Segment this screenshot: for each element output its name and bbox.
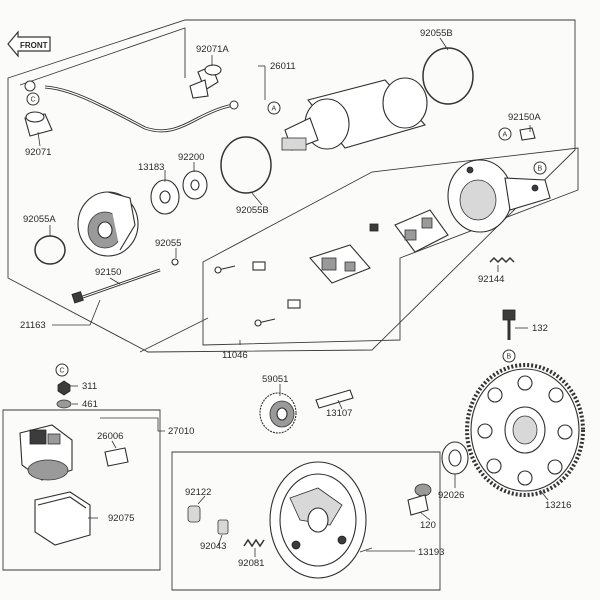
relay-cover-92075 (34, 491, 91, 546)
starter-clutch-13193 (269, 461, 367, 579)
label-13216: 13216 (545, 500, 571, 511)
spring-92081 (243, 538, 265, 548)
label-132: 132 (532, 323, 548, 334)
label-92055b-top: 92055B (420, 28, 453, 39)
label-92075: 92075 (108, 513, 134, 524)
label-59051: 59051 (262, 374, 288, 385)
marker-a-1: A (267, 101, 281, 115)
label-26006: 26006 (97, 431, 123, 442)
label-13193: 13193 (418, 547, 444, 558)
washer-13183 (150, 179, 180, 215)
svg-text:B: B (507, 354, 512, 361)
marker-c-2: C (55, 363, 69, 377)
marker-a-2: A (498, 127, 512, 141)
label-92144: 92144 (478, 274, 504, 285)
label-92150a: 92150A (508, 112, 541, 123)
part-labels: 92071A 26011 92055B 92071 13183 92200 92… (20, 28, 571, 569)
starter-relay-92075-top (19, 424, 73, 481)
svg-text:A: A (503, 132, 508, 139)
marker-b-1: B (533, 161, 547, 175)
label-13183: 13183 (138, 162, 164, 173)
o-ring-92055b-mid (220, 136, 272, 194)
label-92150: 92150 (95, 267, 121, 278)
front-cover (77, 191, 139, 257)
svg-text:C: C (31, 97, 36, 104)
label-92071a: 92071A (196, 44, 229, 55)
label-92071: 92071 (25, 147, 51, 158)
label-92043: 92043 (200, 541, 226, 552)
label-13107: 13107 (326, 408, 352, 419)
nut-311 (57, 380, 71, 396)
label-120: 120 (420, 520, 436, 531)
marker-b-2: B (502, 349, 516, 363)
o-ring-92055b-top (422, 47, 474, 105)
label-92200: 92200 (178, 152, 204, 163)
shaft-13107 (315, 389, 354, 409)
label-26011: 26011 (270, 61, 296, 72)
relay-frame (2, 409, 161, 571)
fuse-26006 (104, 447, 129, 467)
oring-92055-small (171, 258, 179, 266)
starter-cable (24, 80, 239, 133)
label-27010: 27010 (168, 426, 194, 437)
bolt-92150a (519, 127, 536, 141)
bolt-120 (407, 483, 432, 516)
bolt-132 (502, 309, 516, 340)
leader-lines (37, 37, 549, 557)
label-21163: 21163 (20, 320, 46, 331)
starter-gear-13216 (465, 363, 585, 497)
brush-small-1 (252, 261, 266, 271)
label-92055: 92055 (155, 238, 181, 249)
o-ring-92055a (34, 235, 66, 265)
label-92055a: 92055A (23, 214, 56, 225)
washer-92026 (441, 441, 469, 475)
label-11046: 11046 (222, 350, 248, 361)
svg-text:C: C (60, 368, 65, 375)
label-92122: 92122 (185, 487, 211, 498)
roller-92122 (187, 505, 201, 523)
svg-text:A: A (272, 106, 277, 113)
starter-motor-body (281, 77, 428, 151)
washer-461 (56, 399, 72, 409)
washer-92200 (182, 170, 208, 200)
marker-c-1: C (26, 92, 40, 106)
brush-holder-right (394, 209, 449, 253)
starter-clutch-frame (171, 451, 441, 591)
front-label: FRONT (20, 41, 48, 50)
label-461: 461 (82, 399, 98, 410)
svg-text:B: B (538, 166, 543, 173)
brush-holder-left (309, 244, 371, 284)
rear-end-cover (447, 159, 551, 233)
front-arrow: FRONT (7, 30, 51, 58)
brush-small-2 (287, 299, 301, 309)
pin-92043 (217, 519, 229, 535)
label-311: 311 (82, 381, 97, 392)
label-92055b-mid: 92055B (236, 205, 269, 216)
cable-boot-92071a (189, 64, 222, 99)
cable-boot-92071 (24, 111, 53, 137)
label-92081: 92081 (238, 558, 264, 569)
spring-92144 (489, 256, 515, 264)
label-92026: 92026 (438, 490, 464, 501)
idle-gear-59051 (259, 392, 297, 434)
brush-small-3 (369, 223, 379, 232)
